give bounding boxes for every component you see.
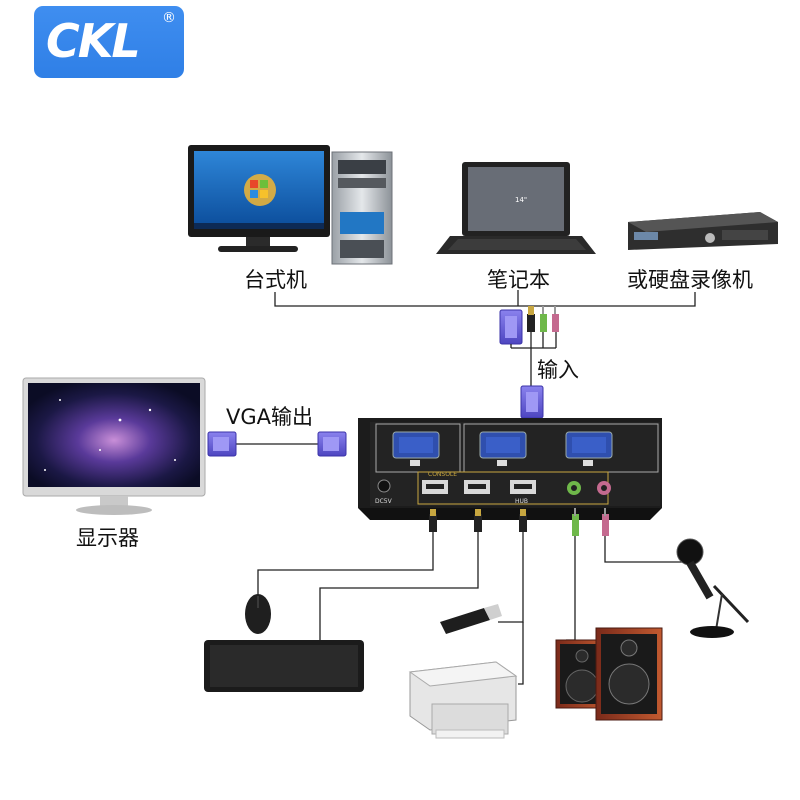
keyboard: [204, 640, 364, 692]
laptop-screen-text: 14": [515, 196, 527, 204]
usb-flash-drive: [440, 604, 502, 634]
kvm-switch: CONSOLE HUB DC5V: [358, 418, 662, 520]
dvr-recorder: [628, 212, 778, 250]
registered-mark: ®: [162, 10, 176, 26]
console-label: CONSOLE: [428, 471, 457, 478]
desktop-tower: [331, 151, 393, 265]
vga-output-label: VGA输出: [226, 405, 314, 429]
vga-output-cable: [207, 431, 347, 457]
desktop-monitor: [188, 145, 330, 252]
printer: [408, 661, 518, 739]
power-label: DC5V: [375, 498, 393, 505]
speakers: [555, 627, 663, 721]
hub-label: HUB: [515, 498, 528, 505]
microphone: [676, 538, 750, 638]
dvr-label: 或硬盘录像机: [627, 268, 753, 292]
desktop-label: 台式机: [244, 268, 307, 292]
input-connector-bundle: [499, 306, 559, 345]
peripheral-plugs: [429, 508, 609, 536]
kvm-input-vga-plug: [520, 385, 544, 419]
mouse: [245, 594, 271, 634]
laptop-label: 笔记本: [487, 268, 550, 292]
input-label: 输入: [537, 358, 579, 382]
input-merge-lines: [510, 332, 557, 388]
ckl-logo: CKL ®: [34, 6, 184, 78]
laptop: 14": [436, 162, 596, 254]
logo-text: CKL: [46, 14, 141, 68]
display-label: 显示器: [76, 526, 139, 550]
external-display: [22, 377, 206, 515]
